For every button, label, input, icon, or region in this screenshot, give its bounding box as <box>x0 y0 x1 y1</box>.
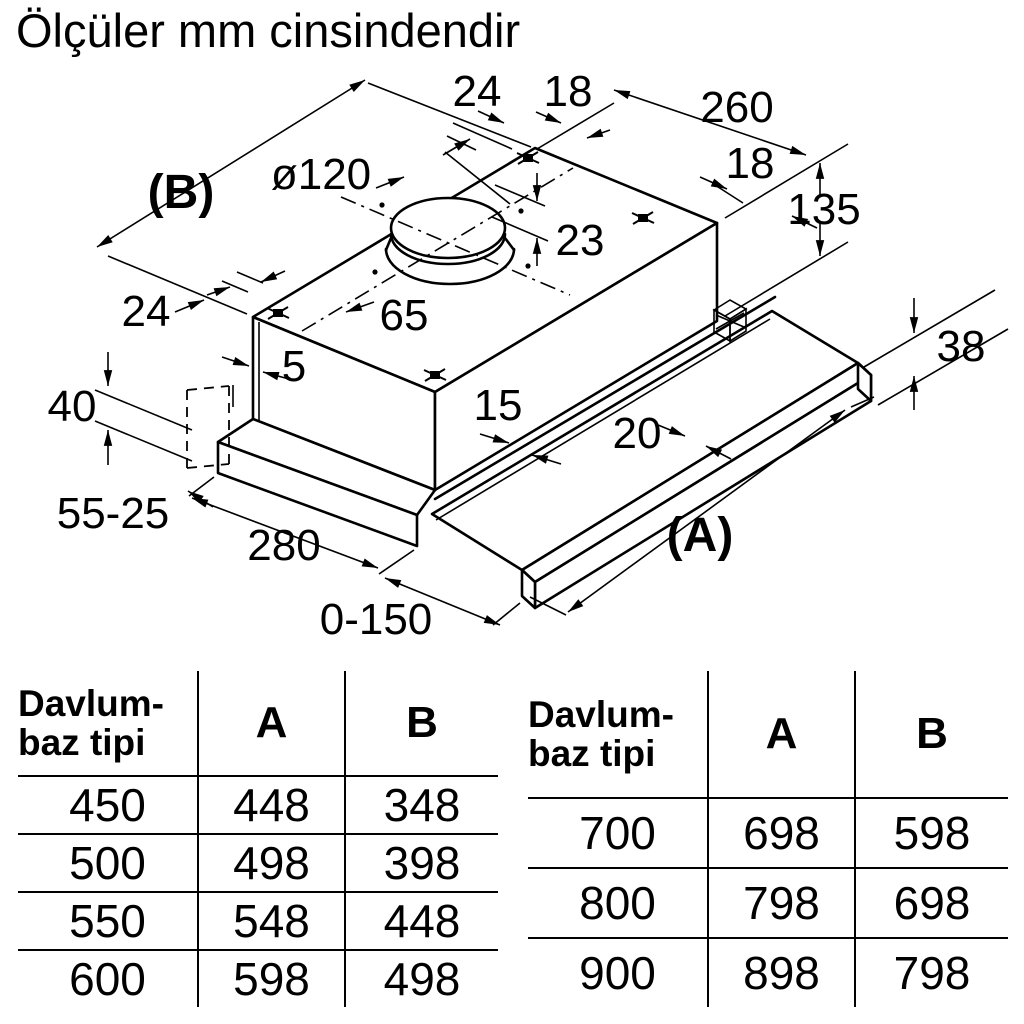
table-row: 450 448 348 <box>18 776 498 835</box>
screw-mark <box>266 306 290 320</box>
dim-height-135: 135 <box>724 143 861 317</box>
drawer-slot-line <box>433 295 777 501</box>
hood-type: 600 <box>69 953 146 1005</box>
duct-collar <box>384 196 516 286</box>
rail-latch <box>712 299 748 343</box>
dim-15-label: 15 <box>474 381 523 430</box>
dim-wall-55-25: 55-25 <box>57 489 214 538</box>
units-note: Ölçüler mm cinsindendir <box>16 4 520 57</box>
dim-base-40: 40 <box>48 352 193 465</box>
collar-base-arc <box>384 247 516 286</box>
hood-type: 700 <box>528 797 708 870</box>
dim-front-38: 38 <box>863 289 1009 410</box>
value-b: 448 <box>344 892 498 951</box>
dim-gap-5: 5 <box>221 342 306 391</box>
dim-duct-diameter: ø120 <box>271 150 511 205</box>
value-b: 348 <box>344 776 498 835</box>
dim-dia120-label: ø120 <box>271 150 371 199</box>
hood-type: 900 <box>579 947 656 1000</box>
dim-135-label: 135 <box>787 185 860 234</box>
dim-offset-65: 65 <box>345 291 429 340</box>
col-header-a: A <box>707 671 855 799</box>
table-row: 600 598 498 <box>18 950 498 1007</box>
size-tables: Davlum- baz tipi A B 450 448 348 500 498… <box>18 671 1024 1007</box>
back-edge-extension <box>536 102 615 150</box>
screw-mark <box>423 368 447 382</box>
table-row: 500 498 398 <box>18 834 498 893</box>
dim-55-25-label: 55-25 <box>57 489 170 538</box>
body-front-right-face <box>433 221 719 492</box>
dim-b-label: (B) <box>148 166 215 219</box>
dim-top-18: 18 <box>535 67 611 139</box>
dim-260-label: 260 <box>700 83 773 132</box>
col-header-type: Davlum- baz tipi <box>18 671 198 777</box>
dim-18-top-label: 18 <box>544 67 593 116</box>
mounting-screws <box>266 151 655 382</box>
size-table-right: Davlum- baz tipi A B 700 698 598 800 798… <box>528 671 1008 1007</box>
dim-rail-15: 15 <box>474 381 562 465</box>
dim-65-label: 65 <box>380 291 429 340</box>
dim-24-left-label: 24 <box>122 287 171 336</box>
dim-width-a: (A) <box>529 396 875 616</box>
col-header-a: A <box>197 671 345 777</box>
table-row: 700 698 598 <box>528 797 1008 870</box>
col-header-type: Davlum- baz tipi <box>528 671 708 799</box>
dim-40-label: 40 <box>48 382 97 431</box>
value-a: 698 <box>707 797 855 870</box>
value-a: 598 <box>197 950 345 1007</box>
dim-38-label: 38 <box>937 322 986 371</box>
value-b: 398 <box>344 834 498 893</box>
dim-18-right-label: 18 <box>726 139 775 188</box>
col-header-b: B <box>854 671 1008 799</box>
dim-collar-23: 23 <box>491 173 605 266</box>
screw-mark <box>516 151 540 165</box>
dim-a-label: (A) <box>667 509 734 562</box>
value-b: 698 <box>854 868 1008 940</box>
collar-top-rim <box>389 196 507 260</box>
hood-type: 550 <box>18 892 198 951</box>
value-a: 798 <box>707 868 855 940</box>
value-a: 898 <box>707 938 855 1007</box>
dim-23-label: 23 <box>556 216 605 265</box>
hood-body <box>251 102 719 492</box>
dim-20-label: 20 <box>613 409 662 458</box>
screw-mark <box>631 211 655 225</box>
value-a: 448 <box>197 776 345 835</box>
hood-type: 800 <box>528 868 708 940</box>
dim-depth-260: 260 <box>613 83 807 156</box>
dim-5-label: 5 <box>282 342 306 391</box>
dim-width-b: (B) <box>96 79 532 315</box>
value-a: 548 <box>197 892 345 951</box>
dim-0-150-label: 0-150 <box>320 595 433 644</box>
dim-280-label: 280 <box>247 521 320 570</box>
dim-24-top-label: 24 <box>453 67 502 116</box>
value-a: 498 <box>197 834 345 893</box>
table-row: 900 898 798 <box>528 938 1008 1007</box>
size-table-left: Davlum- baz tipi A B 450 448 348 500 498… <box>18 671 498 1007</box>
hood-dimension-drawing: Ölçüler mm cinsindendir <box>16 4 1009 644</box>
hood-type: 450 <box>18 776 198 835</box>
col-header-b: B <box>344 671 498 777</box>
dim-extension-0-150: 0-150 <box>320 577 521 644</box>
dim-depth-280: 280 <box>188 476 415 575</box>
duct-centerlines <box>301 167 574 332</box>
value-b: 498 <box>344 950 498 1007</box>
table-row: 550 548 448 <box>18 892 498 951</box>
table-row: 800 798 698 <box>528 868 1008 940</box>
hidden-wall-bracket <box>186 385 234 469</box>
dim-top-24: 24 <box>442 67 513 156</box>
dim-left-24: 24 <box>122 270 286 336</box>
hood-type: 500 <box>18 834 198 893</box>
dimensions: (B) 24 18 260 18 <box>48 67 1009 644</box>
value-b: 598 <box>854 797 1008 870</box>
dim-right-18: 18 <box>699 139 818 229</box>
value-b: 798 <box>854 938 1008 1007</box>
